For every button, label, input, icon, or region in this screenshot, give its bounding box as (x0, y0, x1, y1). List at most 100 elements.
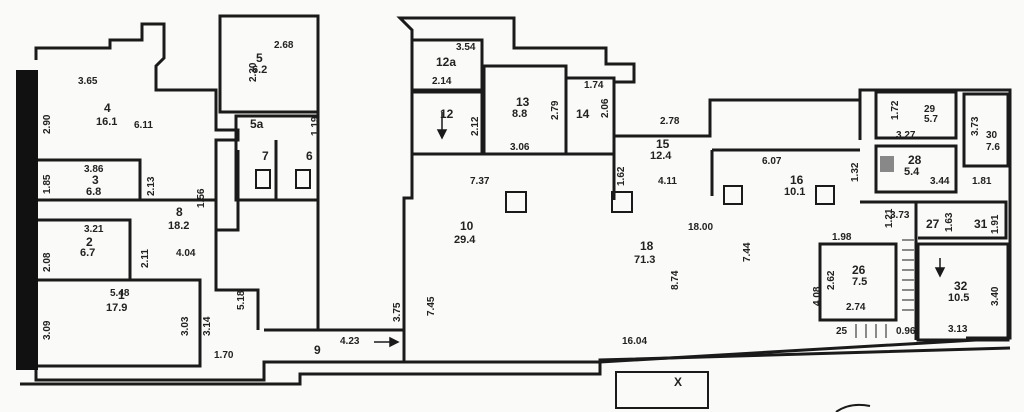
room-number: 12a (436, 55, 457, 69)
dim-label: 3.21 (84, 224, 104, 235)
wall-room12a (410, 38, 484, 92)
wall-east-outer (858, 88, 1012, 340)
room-area: 10.5 (948, 292, 970, 304)
room-number: 30 (986, 130, 998, 141)
dim-label: 2.13 (146, 176, 157, 196)
room-area: 17.9 (106, 302, 128, 314)
wall-west-inner (36, 158, 142, 202)
dim-label: 3.13 (948, 324, 968, 335)
room-number: 12 (440, 107, 454, 121)
wall-corridor-8 (140, 198, 260, 330)
room-number: 29 (924, 104, 936, 115)
room-number: 7 (262, 149, 269, 163)
dim-label: 1.56 (196, 188, 207, 208)
room-number: 9 (314, 343, 321, 357)
room-number: 13 (516, 95, 530, 109)
wall-room29 (874, 90, 958, 140)
dim-label: 18.00 (688, 222, 714, 233)
dim-label: 1.72 (890, 100, 901, 120)
wall-south-facade (20, 346, 1011, 386)
room-number: 25 (836, 326, 848, 337)
dim-label: 16.04 (622, 336, 648, 347)
toilet-6 (295, 169, 311, 189)
dim-label: 1.85 (42, 174, 53, 194)
room-area: 5.7 (924, 114, 938, 125)
room-area: 7.6 (986, 142, 1000, 153)
dim-label: 4.23 (340, 336, 360, 347)
room-number: 18 (640, 239, 654, 253)
wall-west-facade (16, 70, 38, 370)
room-number: 1 (118, 288, 125, 302)
dim-label: 3.27 (896, 130, 916, 141)
room-number: 3 (92, 173, 99, 187)
hatch-28 (880, 156, 894, 172)
dim-label: 2.90 (42, 114, 53, 134)
room-number: 6 (306, 149, 313, 163)
dim-label: 2.08 (42, 252, 53, 272)
dim-label: 2.79 (550, 100, 561, 120)
x-mark: X (674, 375, 683, 389)
dim-label: 1.91 (990, 214, 1001, 234)
dim-label: 2.06 (600, 98, 611, 118)
dim-label: 7.37 (470, 176, 490, 187)
dim-label: 1.81 (972, 176, 992, 187)
wall-room5 (218, 14, 320, 114)
dim-label: 3.40 (990, 286, 1001, 306)
room-area: 6.2 (252, 64, 268, 76)
room-number: 10 (460, 219, 474, 233)
dim-label: 5.48 (110, 288, 130, 299)
room-area: 29.4 (454, 234, 476, 246)
dim-label: 2.78 (660, 116, 680, 127)
dim-label: 3.09 (42, 320, 53, 340)
dim-label: 1.98 (832, 232, 852, 243)
wall-room12 (410, 90, 484, 156)
room-area: 12.4 (650, 150, 672, 162)
dim-label: 1.62 (616, 166, 627, 186)
room-number: 5a (250, 117, 264, 131)
column-2 (611, 191, 633, 213)
dim-label: 6.11 (134, 120, 153, 131)
dim-label: 2.30 (248, 62, 259, 82)
room-number: 2 (86, 235, 93, 249)
wall-room30 (962, 92, 1010, 168)
room-number: 16 (790, 173, 804, 187)
dim-label: 7.45 (426, 296, 437, 316)
column-4 (815, 185, 835, 205)
dim-label: 2.12 (470, 116, 481, 136)
dim-label: 6.07 (762, 156, 782, 167)
dim-label: 2.68 (274, 40, 294, 51)
dim-label: 5.18 (236, 290, 247, 310)
dim-label: 3.73 (970, 116, 981, 136)
room-area: 71.3 (634, 254, 656, 266)
dim-label: 4.11 (658, 176, 677, 187)
dim-label: 3.54 (456, 42, 476, 53)
room-number: 28 (908, 153, 922, 167)
room-area: 10.1 (784, 186, 806, 198)
room-number: 26 (852, 263, 866, 277)
room-area: 6.7 (80, 247, 96, 259)
dim-label: 1.19 (310, 116, 321, 136)
dim-label: 2.14 (432, 76, 452, 87)
dim-label: 3.73 (890, 210, 910, 221)
room-area: 5.4 (904, 166, 920, 178)
dim-label: 3.86 (84, 164, 104, 175)
dim-label: 3.44 (930, 176, 950, 187)
column-1 (505, 191, 527, 213)
wall-room14 (564, 76, 616, 156)
room-number: 32 (954, 279, 968, 293)
room-area: 7.5 (852, 276, 868, 288)
dim-label: 2.11 (140, 249, 151, 268)
dim-label: 7.44 (742, 242, 753, 262)
wall-room1 (36, 278, 202, 368)
dim-label: 3.14 (202, 316, 213, 336)
dim-label: 0.96 (896, 326, 916, 337)
dim-label: 4.08 (812, 286, 823, 306)
dim-label: 4.04 (176, 248, 196, 259)
dim-label: 8.74 (670, 270, 681, 290)
dim-label: 3.06 (510, 142, 530, 153)
dim-label: 1.32 (850, 162, 861, 182)
column-3 (723, 185, 743, 205)
toilet-7 (255, 169, 271, 189)
